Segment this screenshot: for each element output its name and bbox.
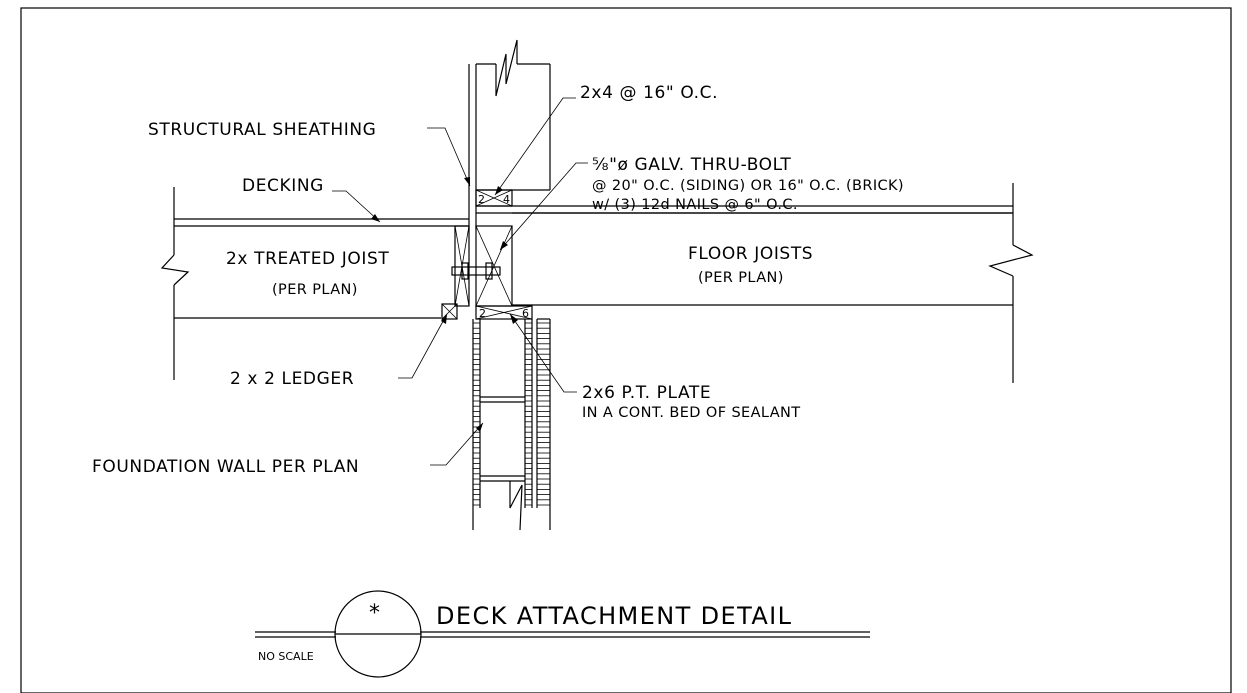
thru-bolt	[451, 262, 501, 280]
detail-symbol: *	[369, 601, 380, 626]
sill-plate-2x6: 2 6	[475, 305, 533, 320]
treated-joist	[160, 187, 441, 380]
plate-tag-b: 6	[522, 307, 529, 320]
label-bolt-line1: ⅝"ø GALV. THRU-BOLT	[592, 155, 791, 175]
detail-title: DECK ATTACHMENT DETAIL	[436, 602, 792, 630]
top-plate-2x4: 2 4	[475, 189, 513, 207]
label-treated-joist-2: (PER PLAN)	[272, 282, 358, 298]
leaders	[332, 97, 588, 466]
rim-board	[454, 225, 513, 307]
title-block: * DECK ATTACHMENT DETAIL NO SCALE	[255, 590, 870, 678]
label-ledger: 2 x 2 LEDGER	[230, 369, 354, 389]
foundation-wall	[472, 318, 551, 531]
label-sheathing: STRUCTURAL SHEATHING	[148, 120, 376, 140]
label-stud: 2x4 @ 16" O.C.	[580, 83, 718, 103]
ledger-2x2	[441, 303, 458, 320]
stud-tag-b: 4	[503, 193, 510, 206]
label-bolt-line3: w/ (3) 12d NAILS @ 6" O.C.	[592, 197, 798, 213]
scale-note: NO SCALE	[258, 650, 314, 663]
label-plate-2: IN A CONT. BED OF SEALANT	[582, 405, 801, 421]
label-treated-joist-1: 2x TREATED JOIST	[226, 249, 389, 269]
stud-tag-a: 2	[478, 193, 485, 206]
masonry-hatch	[473, 322, 550, 506]
label-plate-1: 2x6 P.T. PLATE	[582, 383, 711, 403]
label-floor-joists-1: FLOOR JOISTS	[688, 244, 813, 264]
decking-left	[174, 218, 469, 227]
sheet-border	[20, 7, 1232, 693]
label-bolt-line2: @ 20" O.C. (SIDING) OR 16" O.C. (BRICK)	[592, 178, 904, 194]
label-floor-joists-2: (PER PLAN)	[698, 270, 784, 286]
plate-tag-a: 2	[479, 307, 486, 320]
floor-joists	[512, 183, 1034, 383]
label-foundation: FOUNDATION WALL PER PLAN	[92, 457, 359, 477]
label-decking: DECKING	[242, 176, 324, 196]
